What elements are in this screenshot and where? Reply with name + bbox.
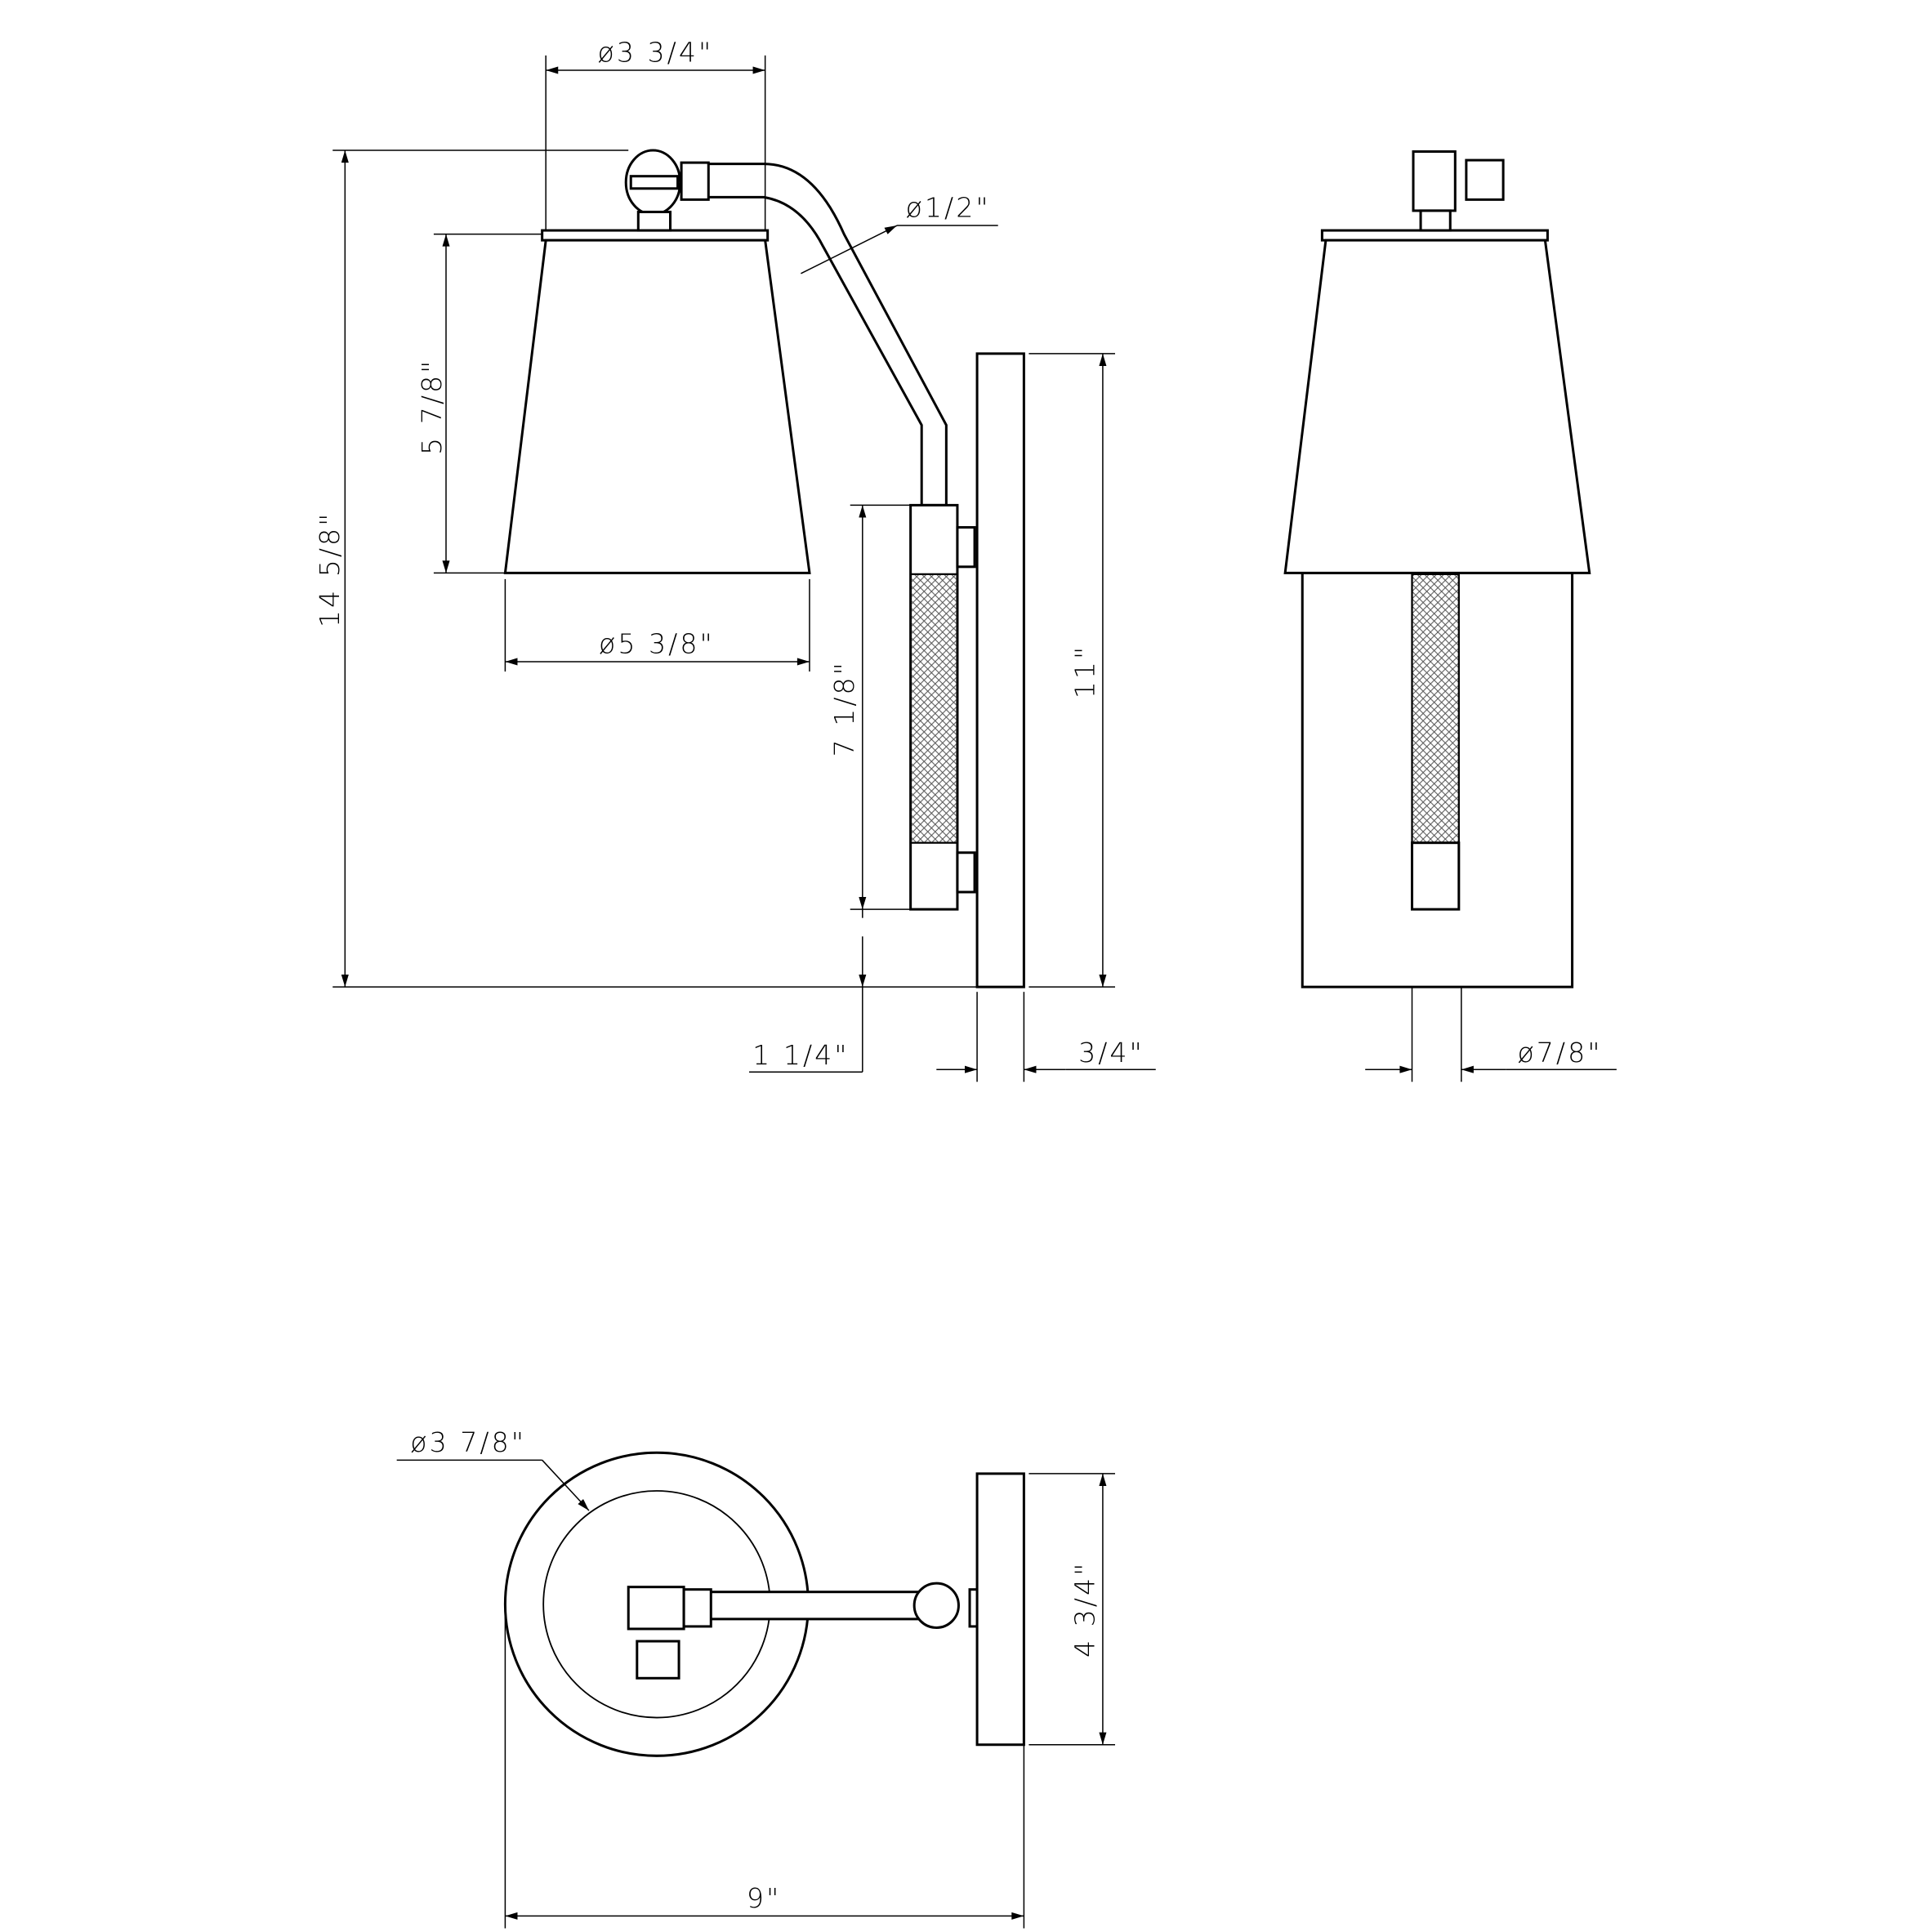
arm-collar [680, 161, 710, 201]
front-lamp-shade [1283, 239, 1591, 574]
mount-screw-bottom [956, 851, 976, 894]
socket-neck [636, 210, 672, 232]
label-top-view-diameter: ø3 7/8" [410, 1426, 526, 1458]
label-backplate-width: 4 3/4" [1069, 1561, 1100, 1658]
label-bottom-offset: 1 1/4" [752, 1039, 849, 1071]
label-overall-extension: 9" [747, 1882, 781, 1914]
top-collar [682, 1588, 712, 1628]
front-view: ø7/8" [1283, 150, 1617, 1082]
label-shade-top-diameter: ø3 3/4" [598, 36, 714, 68]
label-shade-bottom-diameter: ø5 3/8" [599, 627, 715, 659]
front-knurled-grip [1411, 573, 1460, 844]
side-dimensions: ø3 3/4" ø1/2" 5 7/8" 14 5/8" ø5 3/8" 7 1… [314, 36, 1156, 1082]
label-overall-height: 14 5/8" [314, 511, 346, 628]
label-stem-diameter: ø7/8" [1517, 1037, 1602, 1069]
front-socket-neck [1419, 209, 1452, 232]
top-view: ø3 7/8" 4 3/4" 9" [396, 1426, 1116, 1929]
mount-screw-top [956, 526, 976, 569]
label-arm-diameter: ø1/2" [906, 191, 991, 223]
front-shade-cap [1320, 229, 1549, 242]
top-knob [636, 1640, 680, 1680]
side-view [503, 149, 1025, 988]
top-swivel [627, 1586, 685, 1631]
label-backplate-depth: 3/4" [1078, 1037, 1144, 1069]
knurled-grip [909, 573, 959, 844]
front-stem-base [1410, 841, 1461, 911]
knob-handle [629, 175, 680, 190]
label-stem-height: 7 1/8" [828, 660, 860, 756]
top-arm [706, 1591, 930, 1621]
lamp-shade [503, 239, 811, 574]
front-knob [1465, 158, 1505, 201]
backplate [975, 352, 1025, 988]
shade-top-cap [541, 229, 770, 242]
front-swivel [1412, 150, 1457, 212]
top-elbow [912, 1582, 960, 1629]
label-shade-height: 5 7/8" [416, 359, 448, 455]
label-backplate-height: 11" [1069, 645, 1100, 699]
top-backplate [975, 1472, 1025, 1747]
